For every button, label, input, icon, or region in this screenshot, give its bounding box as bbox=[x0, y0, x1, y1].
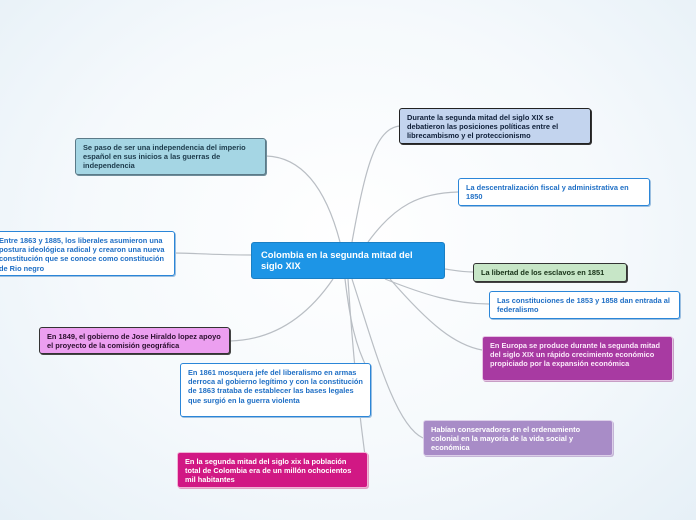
topic-comision[interactable]: En 1849, el gobierno de Jose Hiraldo lop… bbox=[39, 327, 230, 354]
topic-poblacion[interactable]: En la segunda mitad del siglo xix la pob… bbox=[177, 452, 368, 488]
topic-independencia[interactable]: Se paso de ser una independencia del imp… bbox=[75, 138, 266, 175]
connector-mosquera bbox=[344, 278, 369, 371]
connector-conservadores bbox=[351, 278, 424, 439]
connector-descentralizacion bbox=[367, 191, 459, 243]
connector-comision bbox=[229, 278, 334, 342]
topic-europa[interactable]: En Europa se produce durante la segunda … bbox=[482, 336, 673, 381]
connector-europa bbox=[389, 278, 483, 351]
topic-conservadores[interactable]: Habían conservadores en el ordenamiento … bbox=[423, 420, 613, 456]
topic-constituciones[interactable]: Las constituciones de 1853 y 1858 dan en… bbox=[489, 291, 680, 319]
connector-independencia bbox=[265, 155, 341, 243]
topic-descentralizacion[interactable]: La descentralización fiscal y administra… bbox=[458, 178, 650, 206]
connector-esclavos bbox=[444, 268, 474, 273]
topic-mosquera[interactable]: En 1861 mosquera jefe del liberalismo en… bbox=[180, 363, 371, 417]
topic-liberales[interactable]: Entre 1863 y 1885, los liberales asumier… bbox=[0, 231, 175, 276]
connector-constituciones bbox=[384, 278, 490, 305]
connector-debate bbox=[351, 125, 401, 243]
connector-liberales bbox=[173, 252, 252, 256]
central-topic[interactable]: Colombia en la segunda mitad del siglo X… bbox=[251, 242, 445, 279]
topic-debate[interactable]: Durante la segunda mitad del siglo XIX s… bbox=[399, 108, 591, 144]
topic-esclavos[interactable]: La libertad de los esclavos en 1851 bbox=[473, 263, 627, 282]
